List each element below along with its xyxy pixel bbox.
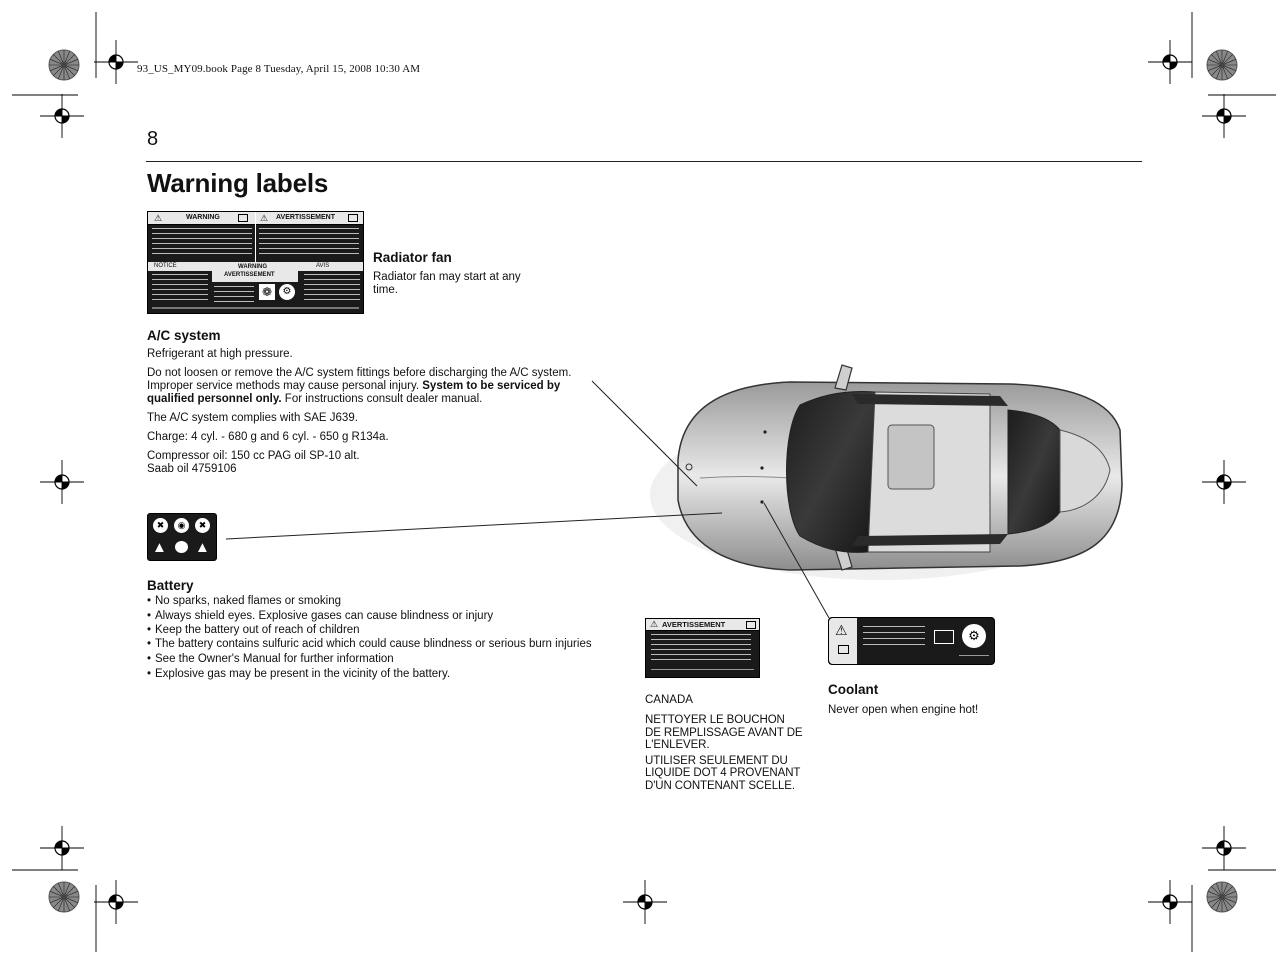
- battery-list: No sparks, naked flames or smoking Alway…: [147, 594, 607, 681]
- ac-p5a: Compressor oil: 150 cc PAG oil SP-10 alt…: [147, 450, 360, 462]
- label-avis: AVIS: [316, 263, 330, 269]
- warning-triangle-icon: ⚠: [154, 213, 163, 223]
- radiator-fan-text: Radiator fan may start at any time.: [373, 271, 521, 296]
- radiator-fan-warning-label: ⚠ WARNING ⚠ AVERTISSEMENT NOTICE AVIS WA…: [147, 211, 364, 314]
- page-title: Warning labels: [147, 168, 329, 198]
- coolant-text: Never open when engine hot!: [828, 704, 979, 716]
- book-header: 93_US_MY09.book Page 8 Tuesday, April 15…: [137, 63, 421, 75]
- canada-p1: NETTOYER LE BOUCHON DE REMPLISSAGE AVANT…: [645, 714, 803, 751]
- list-item: Keep the battery out of reach of childre…: [147, 623, 607, 638]
- no-flame-icon: ✖: [153, 518, 168, 533]
- warning-triangle-icon: ⚠: [835, 622, 848, 638]
- canada-title: CANADA: [645, 694, 693, 706]
- car-top-view-illustration: [650, 364, 1123, 580]
- ac-p3: The A/C system complies with SAE J639.: [147, 412, 358, 424]
- child-icon: ✖: [195, 518, 210, 533]
- radiator-icon: [934, 630, 954, 644]
- radiator-fan-title: Radiator fan: [373, 250, 452, 265]
- ac-p4: Charge: 4 cyl. - 680 g and 6 cyl. - 650 …: [147, 431, 389, 443]
- canada-text: NETTOYER LE BOUCHON DE REMPLISSAGE AVANT…: [645, 714, 803, 792]
- page-number: 8: [147, 128, 159, 150]
- ac-p2: Do not loosen or remove the A/C system f…: [147, 367, 572, 405]
- radiator-cap-icon: ⚙: [279, 284, 295, 300]
- book-icon: [348, 214, 358, 222]
- book-icon: [175, 541, 188, 553]
- list-item: Always shield eyes. Explosive gases can …: [147, 609, 607, 624]
- coolant-title: Coolant: [828, 682, 879, 697]
- list-item: The battery contains sulfuric acid which…: [147, 638, 607, 651]
- ac-system-title: A/C system: [147, 328, 221, 343]
- radiator-cap-icon: ⚙: [962, 624, 986, 648]
- canada-p2: UTILISER SEULEMENT DU LIQUIDE DOT 4 PROV…: [645, 754, 801, 792]
- label-warning-center: WARNING: [238, 264, 267, 270]
- warning-triangle-icon: ⚠: [260, 213, 269, 223]
- coolant-warning-label: ⚠ ⚙: [828, 617, 995, 665]
- book-icon: [238, 214, 248, 222]
- acid-icon: ▲: [152, 539, 167, 556]
- label-avertissement-center: AVERTISSEMENT: [224, 272, 275, 278]
- warning-triangle-icon: ⚠: [650, 619, 659, 629]
- list-item: See the Owner's Manual for further infor…: [147, 652, 607, 667]
- ac-p5b: Saab oil 4759106: [147, 463, 237, 475]
- explosion-icon: ▲: [195, 539, 210, 556]
- label-warning-en: WARNING: [186, 214, 220, 221]
- label-warning-fr: AVERTISSEMENT: [276, 214, 335, 221]
- canada-label-heading: AVERTISSEMENT: [662, 620, 726, 629]
- book-icon: [838, 645, 849, 654]
- canada-warning-label: ⚠ AVERTISSEMENT: [645, 618, 760, 678]
- eye-protection-icon: ◉: [174, 518, 189, 533]
- book-icon: [746, 621, 756, 629]
- label-notice: NOTICE: [154, 263, 177, 269]
- ac-p1: Refrigerant at high pressure.: [147, 348, 293, 360]
- battery-title: Battery: [147, 578, 194, 593]
- battery-warning-label: ✖ ◉ ✖ ▲ ▲: [147, 513, 217, 561]
- list-item: Explosive gas may be present in the vici…: [147, 667, 607, 682]
- fan-icon: ❁: [259, 284, 275, 300]
- ac-system-text: Refrigerant at high pressure. Do not loo…: [147, 348, 587, 476]
- header-divider: [146, 161, 1142, 162]
- list-item: No sparks, naked flames or smoking: [147, 594, 607, 609]
